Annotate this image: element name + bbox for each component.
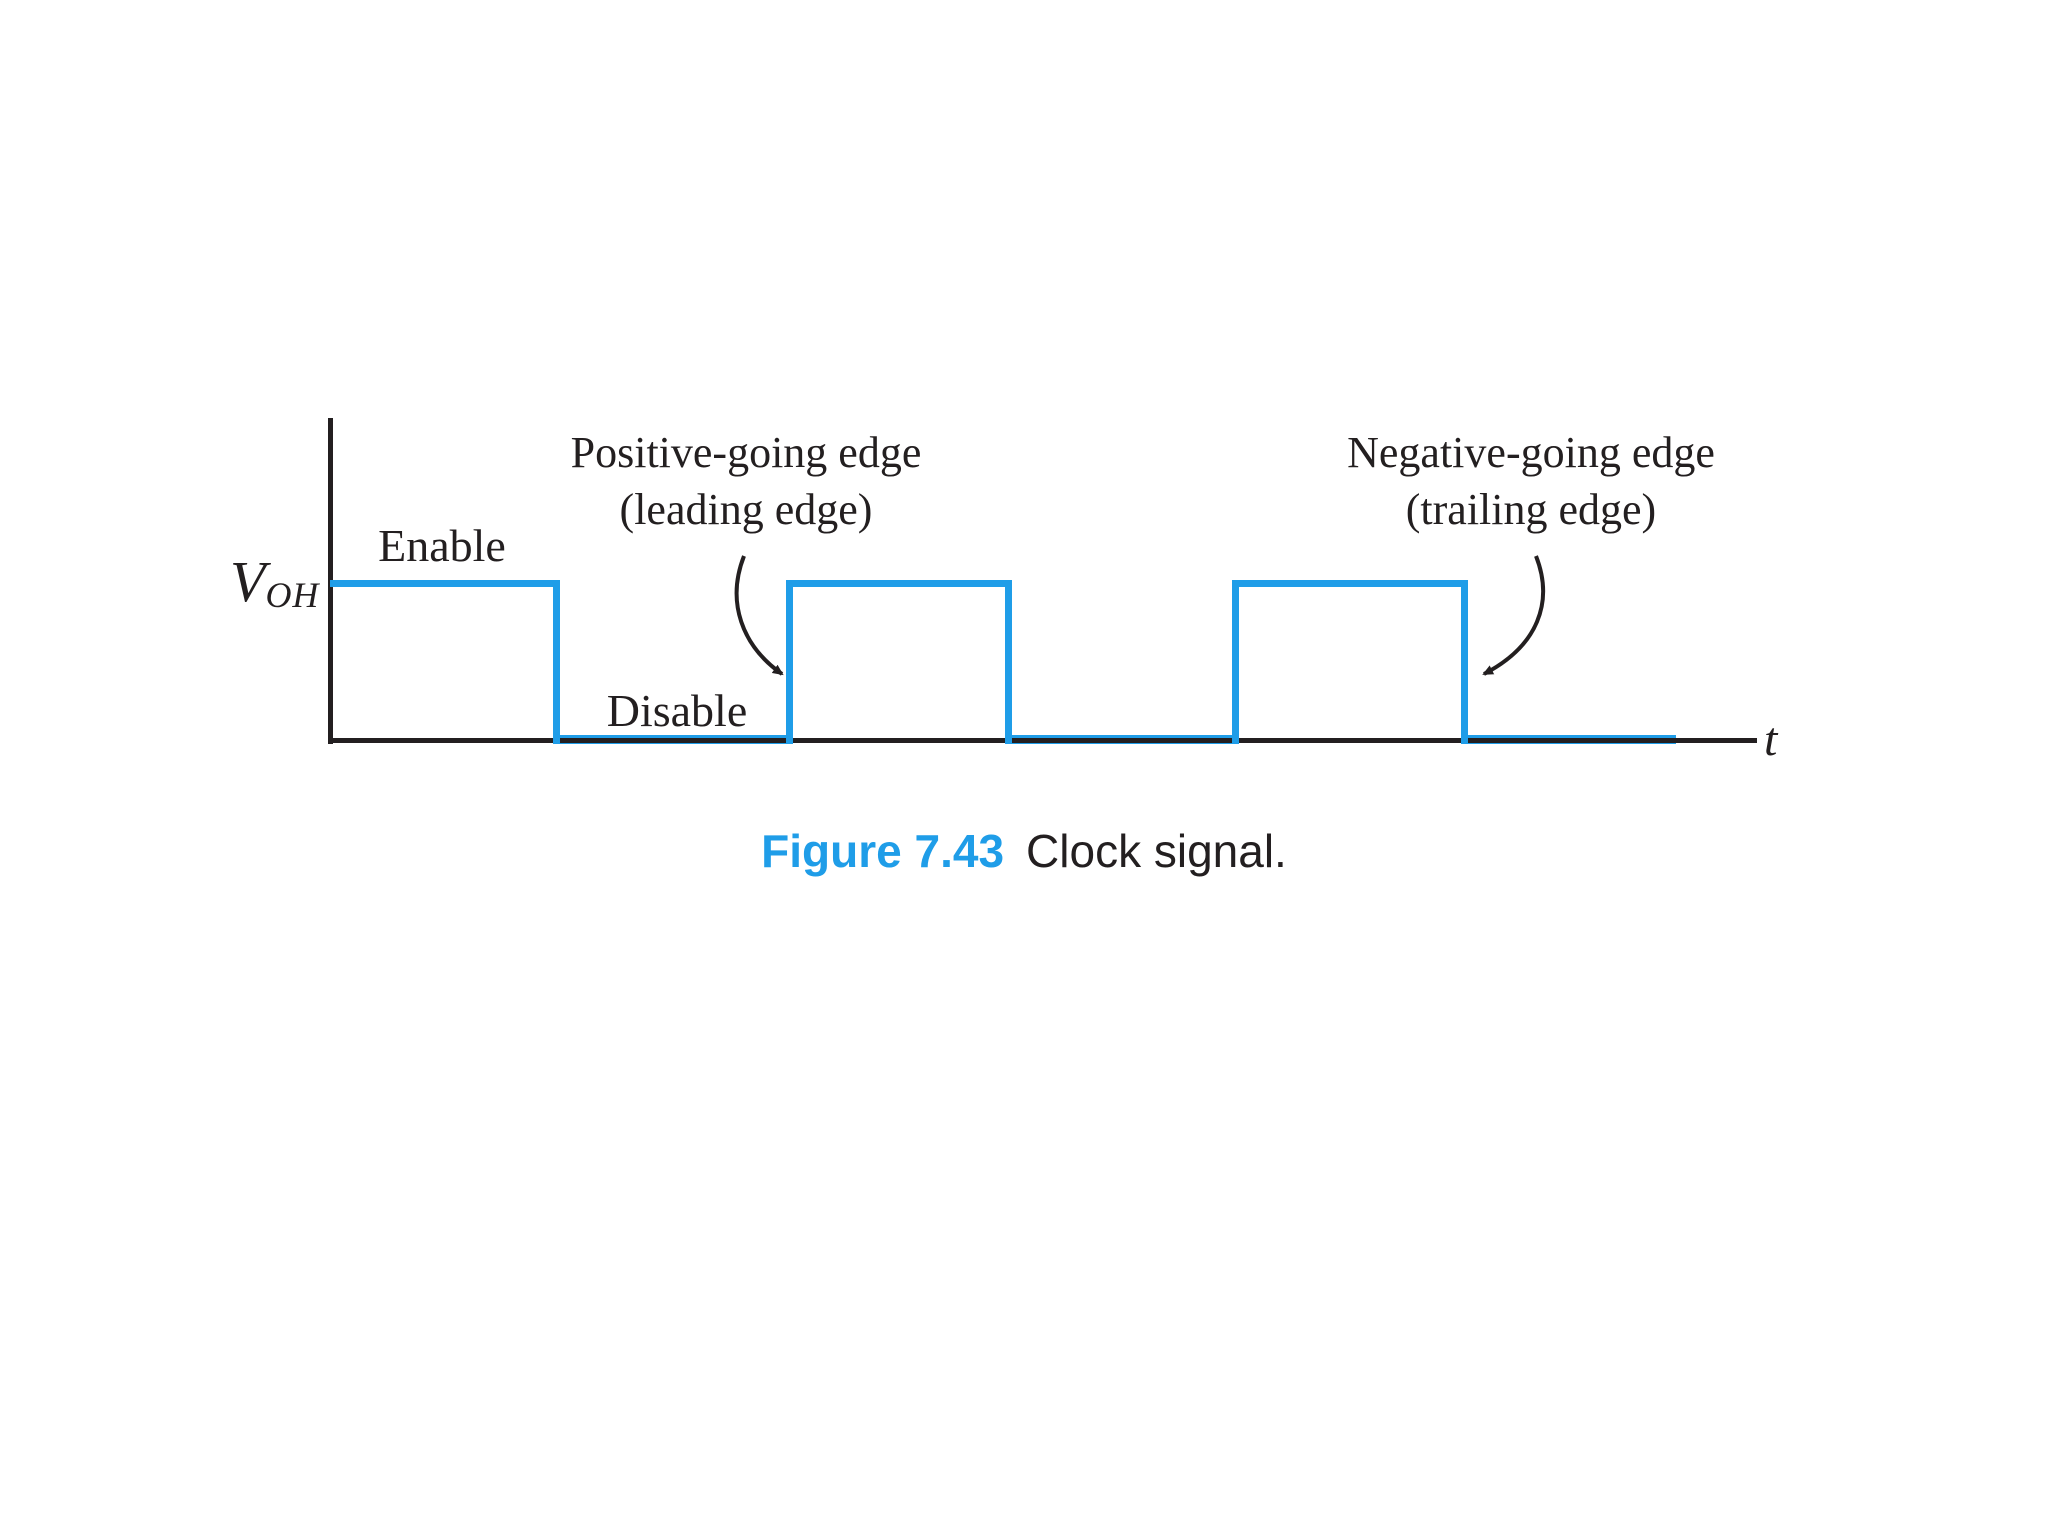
figure-caption-number: Figure 7.43 — [761, 825, 1005, 877]
voh-label-subscript: OH — [265, 575, 320, 616]
positive-edge-annotation-line2: (leading edge) — [619, 485, 873, 535]
positive-edge-annotation: Positive-going edge (leading edge) — [571, 424, 922, 538]
waveform-pulse1-falling-edge — [553, 580, 560, 744]
figure-caption-text: Clock signal. — [1026, 825, 1287, 877]
negative-edge-annotation: Negative-going edge (trailing edge) — [1347, 424, 1715, 538]
time-axis-label: t — [1764, 713, 1778, 766]
negative-edge-annotation-line1: Negative-going edge — [1347, 428, 1715, 477]
disable-label: Disable — [606, 685, 748, 736]
waveform-pulse2-top — [786, 580, 1012, 587]
waveform-pulse3-falling-edge — [1461, 580, 1468, 744]
voh-label-v: V — [230, 549, 266, 614]
positive-edge-arrow — [734, 555, 784, 676]
negative-edge-annotation-line2: (trailing edge) — [1405, 485, 1657, 535]
enable-label: Enable — [378, 520, 506, 571]
waveform-pulse3-top — [1232, 580, 1468, 587]
negative-edge-arrow — [1482, 555, 1545, 676]
waveform-pulse1-top — [330, 580, 560, 587]
figure-caption: Figure 7.43 Clock signal. — [0, 824, 2048, 878]
waveform-pulse3-rising-edge — [1232, 580, 1239, 744]
x-axis-line — [328, 738, 1757, 743]
positive-edge-annotation-line1: Positive-going edge — [570, 428, 922, 477]
voh-axis-label: VOH — [230, 548, 319, 615]
waveform-pulse2-falling-edge — [1005, 580, 1012, 744]
waveform-pulse2-rising-edge — [786, 580, 793, 744]
